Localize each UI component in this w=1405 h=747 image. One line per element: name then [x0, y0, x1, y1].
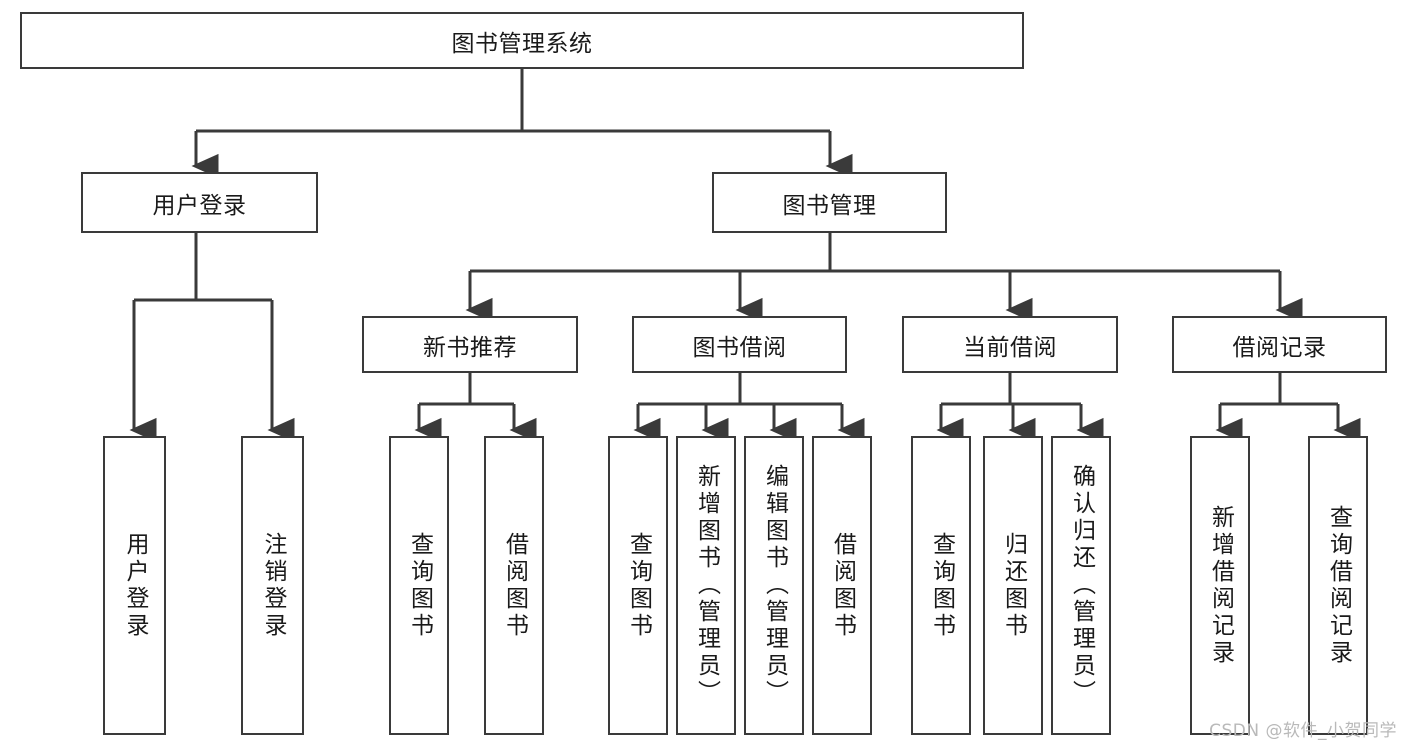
- node-book-manage[interactable]: 图书管理: [712, 172, 947, 233]
- leaf-edit-book-admin[interactable]: 编辑图书（管理员）: [744, 436, 804, 735]
- leaf-return-book-label: 归还图书: [1000, 531, 1027, 640]
- leaf-add-book-admin[interactable]: 新增图书（管理员）: [676, 436, 736, 735]
- leaf-logout[interactable]: 注销登录: [241, 436, 304, 735]
- node-book-borrow-label: 图书借阅: [692, 334, 787, 361]
- leaf-borrow-book[interactable]: 借阅图书: [812, 436, 872, 735]
- leaf-edit-book-admin-label: 编辑图书（管理员）: [761, 464, 788, 707]
- node-borrow-record-label: 借阅记录: [1232, 334, 1327, 361]
- node-new-book-recommend-label: 新书推荐: [423, 334, 517, 361]
- leaf-logout-label: 注销登录: [260, 531, 286, 640]
- leaf-add-borrow-record-label: 新增借阅记录: [1207, 504, 1234, 667]
- leaf-query-book-current[interactable]: 查询图书: [911, 436, 971, 735]
- leaf-add-borrow-record[interactable]: 新增借阅记录: [1190, 436, 1250, 735]
- leaf-query-book-borrow-label: 查询图书: [625, 531, 652, 640]
- leaf-query-book-borrow[interactable]: 查询图书: [608, 436, 668, 735]
- leaf-query-book-recommend-label: 查询图书: [406, 531, 433, 640]
- node-book-manage-label: 图书管理: [782, 192, 877, 219]
- leaf-add-book-admin-label: 新增图书（管理员）: [693, 464, 720, 707]
- node-user-login[interactable]: 用户登录: [81, 172, 318, 233]
- leaf-return-book[interactable]: 归还图书: [983, 436, 1043, 735]
- leaf-query-book-recommend[interactable]: 查询图书: [389, 436, 449, 735]
- node-root[interactable]: 图书管理系统: [20, 12, 1024, 69]
- leaf-confirm-return-admin-label: 确认归还（管理员）: [1068, 464, 1095, 707]
- leaf-user-login-label: 用户登录: [122, 531, 148, 640]
- leaf-confirm-return-admin[interactable]: 确认归还（管理员）: [1051, 436, 1111, 735]
- node-new-book-recommend[interactable]: 新书推荐: [362, 316, 578, 373]
- leaf-user-login[interactable]: 用户登录: [103, 436, 166, 735]
- node-borrow-record[interactable]: 借阅记录: [1172, 316, 1387, 373]
- leaf-query-book-current-label: 查询图书: [928, 531, 955, 640]
- leaf-query-borrow-record[interactable]: 查询借阅记录: [1308, 436, 1368, 735]
- node-current-borrow[interactable]: 当前借阅: [902, 316, 1118, 373]
- node-user-login-label: 用户登录: [152, 192, 247, 219]
- node-root-label: 图书管理系统: [451, 30, 593, 57]
- leaf-borrow-book-recommend-label: 借阅图书: [501, 531, 528, 640]
- node-current-borrow-label: 当前借阅: [963, 334, 1057, 361]
- watermark: CSDN @软件_小贺同学: [1209, 721, 1397, 741]
- leaf-query-borrow-record-label: 查询借阅记录: [1325, 504, 1352, 667]
- leaf-borrow-book-recommend[interactable]: 借阅图书: [484, 436, 544, 735]
- node-book-borrow[interactable]: 图书借阅: [632, 316, 847, 373]
- leaf-borrow-book-label: 借阅图书: [829, 531, 856, 640]
